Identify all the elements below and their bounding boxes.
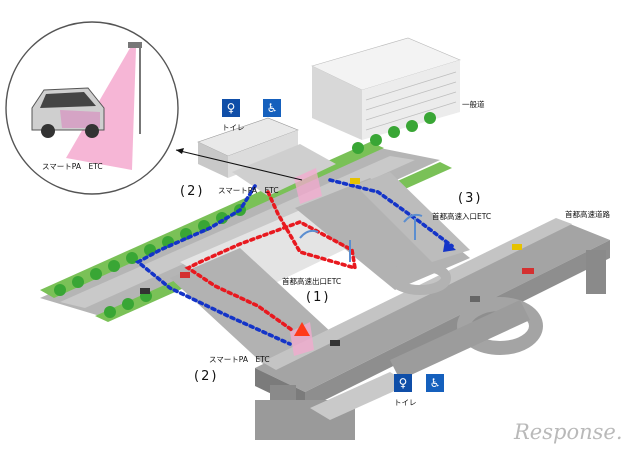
entry-etc-label: 首都高速入口ETC bbox=[432, 212, 492, 221]
toilet-icon: ♀ bbox=[394, 374, 412, 392]
route-3-arrow bbox=[443, 240, 456, 252]
office-side bbox=[362, 60, 460, 140]
bottom-etc-label: スマートPA ETC bbox=[209, 355, 270, 364]
etc-gate-exit bbox=[299, 229, 319, 239]
pa-parking bbox=[232, 144, 336, 196]
vehicles bbox=[140, 178, 534, 346]
warning-cone bbox=[294, 322, 310, 336]
expressway-label: 首都高速道路 bbox=[565, 210, 610, 219]
wheelchair-icon: ♿ bbox=[426, 374, 444, 392]
callout-etc-label: スマートPA ETC bbox=[42, 162, 103, 171]
top-etc-label: スマートPA ETC bbox=[218, 186, 279, 195]
minivan bbox=[31, 87, 105, 138]
lower-deck bbox=[390, 300, 530, 380]
route-3-label: (3) bbox=[458, 191, 483, 206]
toilet-label: トイレ bbox=[394, 398, 417, 407]
callout-pointer bbox=[175, 149, 303, 181]
office-windows bbox=[365, 71, 457, 131]
tree-row bbox=[54, 112, 436, 318]
exit-etc-label: 首都高速出口ETC bbox=[282, 277, 342, 286]
route-2-bottom-label: (2) bbox=[194, 369, 219, 384]
route-1-label: (1) bbox=[306, 290, 331, 305]
pillar bbox=[586, 250, 606, 294]
expressway-deck bbox=[255, 220, 610, 392]
wheelchair-icon: ♿ bbox=[263, 99, 281, 117]
route-2-top-label: (2) bbox=[180, 184, 205, 199]
callout-sensor-head bbox=[128, 42, 142, 48]
pa-building-front bbox=[198, 142, 228, 178]
route-1-path bbox=[184, 190, 358, 332]
office-front bbox=[312, 66, 362, 140]
toilet-icon: ♀ bbox=[222, 99, 240, 117]
response-watermark: Response. bbox=[514, 420, 623, 444]
etc-sensor-zone-top bbox=[294, 168, 322, 204]
general-road-label: 一般道 bbox=[462, 100, 485, 109]
etc-gate-entry bbox=[403, 213, 423, 223]
toilet-label: トイレ bbox=[222, 123, 245, 132]
route-2-path bbox=[134, 184, 292, 346]
loop-ramp-small bbox=[389, 261, 451, 295]
pa-building-side bbox=[228, 130, 298, 178]
bottom-parking bbox=[310, 372, 410, 420]
route-3-path bbox=[328, 178, 454, 248]
callout-pointer-head bbox=[176, 148, 184, 154]
etc-sensor-zone-bottom bbox=[290, 322, 314, 356]
